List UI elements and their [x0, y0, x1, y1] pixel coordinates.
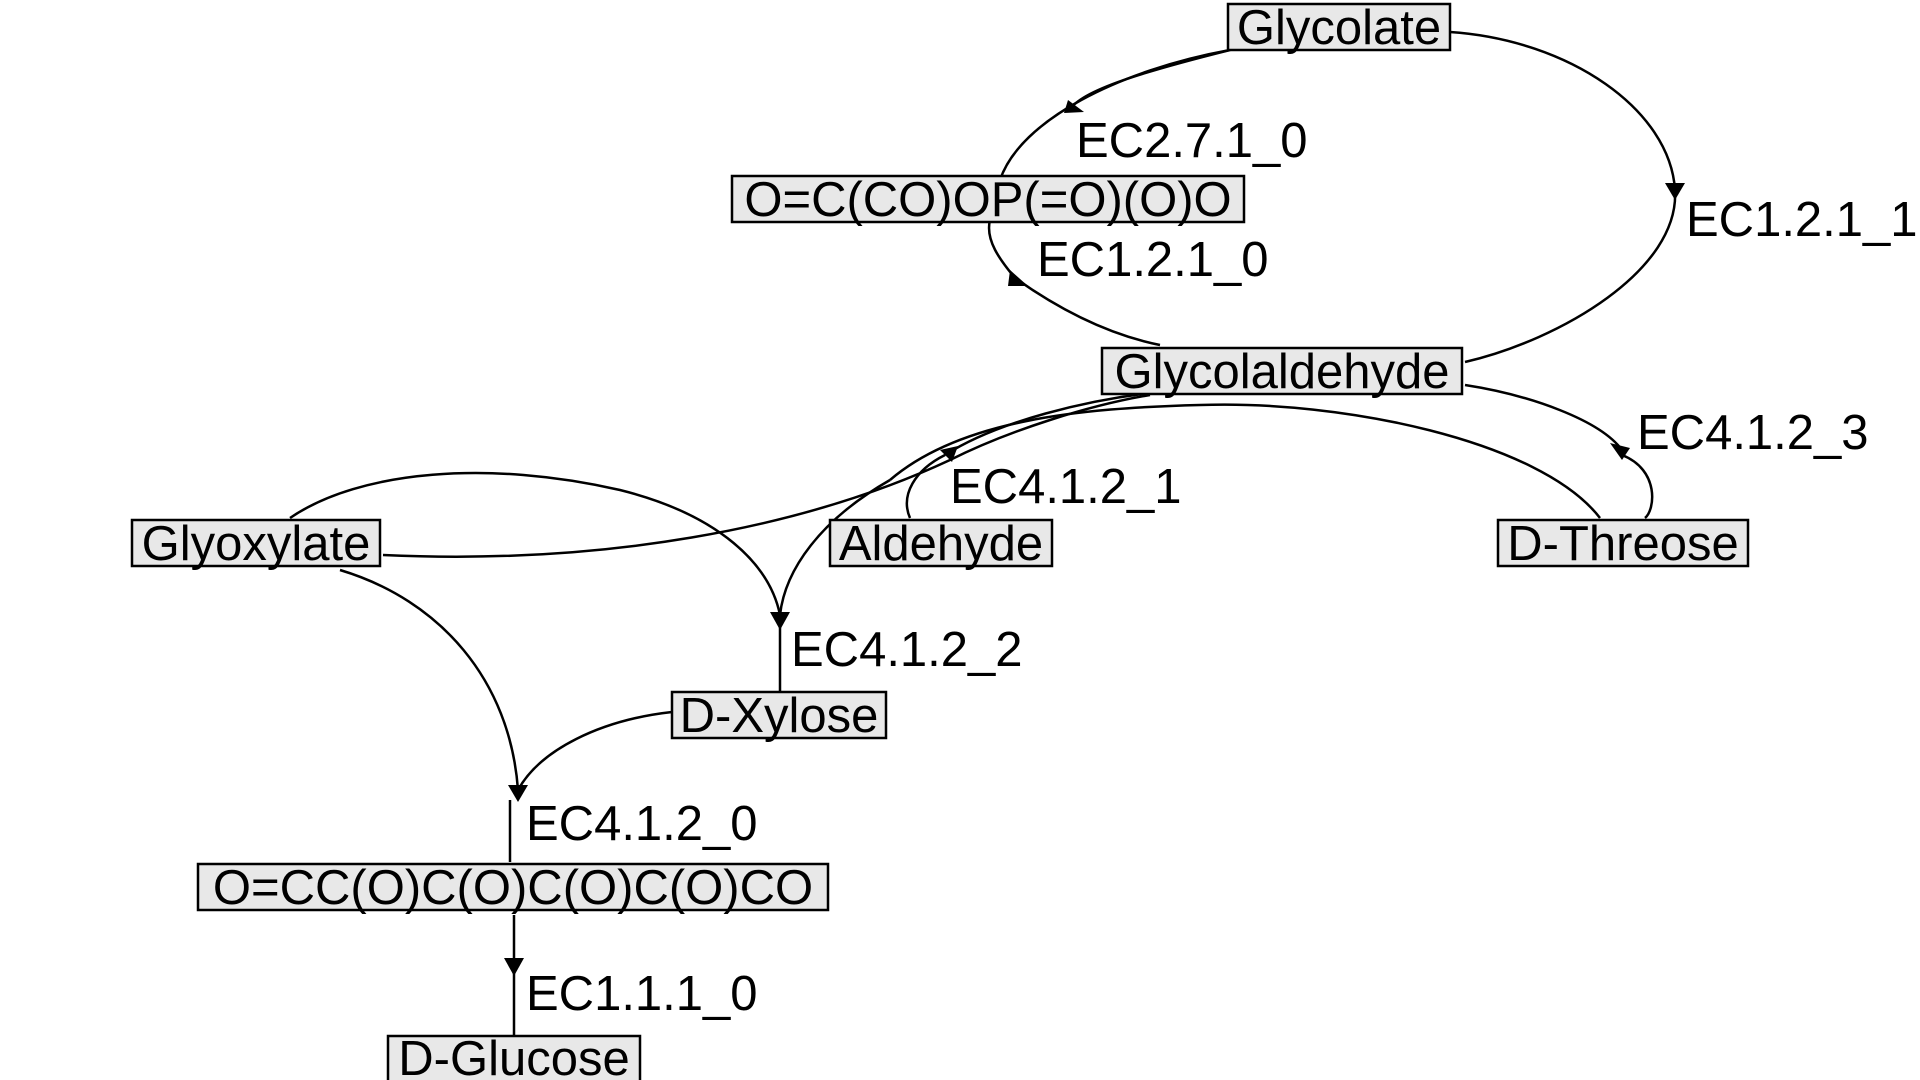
edge-glycolate-to-glycolaldehyde [1449, 30, 1677, 364]
arrow-ec4-1-2-2 [770, 612, 790, 630]
node-aldehyde: Aldehyde [828, 517, 1054, 571]
node-label-d-xylose: D-Xylose [680, 689, 879, 743]
node-label-glycolate-phosphate: O=C(CO)OP(=O)(O)O [744, 173, 1231, 227]
edge-aldehyde-loop [905, 453, 946, 519]
edge-xylose-to-hexose [516, 710, 673, 791]
node-hexose-intermediate: O=CC(O)C(O)C(O)C(O)CO [196, 861, 830, 915]
edge-phosphate-to-glycolaldehyde-tail [1014, 276, 1161, 347]
edge-glyoxylate-to-hexose [339, 568, 520, 791]
edge-phosphate-down [987, 219, 1016, 279]
node-glycolaldehyde: Glycolaldehyde [1100, 345, 1464, 399]
node-d-xylose: D-Xylose [670, 689, 888, 743]
edge-phosphate-to-glycolaldehyde [998, 48, 1231, 181]
edge-glycolate-to-phosphate [1068, 48, 1231, 111]
arrow-ec4-1-2-1 [940, 446, 958, 462]
edge-aldehyde-to-xylose [778, 478, 891, 616]
edge-label-ec1-2-1-0: EC1.2.1_0 [1037, 233, 1269, 287]
node-d-glucose: D-Glucose [386, 1032, 642, 1080]
node-label-hexose-intermediate: O=CC(O)C(O)C(O)C(O)CO [213, 861, 813, 915]
edge-threose-to-aldol [889, 403, 1601, 519]
edge-label-ec4-1-2-2: EC4.1.2_2 [791, 623, 1023, 677]
edge-label-ec1-1-1-0: EC1.1.1_0 [526, 967, 758, 1021]
node-label-d-threose: D-Threose [1507, 517, 1738, 571]
arrow-ec1-2-1-0 [1008, 270, 1028, 286]
edge-label-ec2-7-1-0: EC2.7.1_0 [1076, 114, 1308, 168]
node-label-glyoxylate: Glyoxylate [142, 517, 371, 571]
arrow-ec1-1-1-0 [504, 958, 524, 976]
arrow-ec1-2-1-1 [1665, 183, 1685, 200]
arrow-ec2-7-1-0 [1064, 100, 1084, 113]
arrow-ec4-1-2-3 [1610, 443, 1630, 460]
edge-label-ec4-1-2-0: EC4.1.2_0 [526, 797, 758, 851]
node-glycolate: Glycolate [1226, 1, 1452, 55]
edge-glycolaldehyde-to-aldol [944, 391, 1151, 457]
edge-label-ec4-1-2-1: EC4.1.2_1 [950, 460, 1182, 514]
edge-label-ec4-1-2-3: EC4.1.2_3 [1637, 406, 1869, 460]
node-glycolate-phosphate: O=C(CO)OP(=O)(O)O [730, 173, 1246, 227]
arrow-ec4-1-2-0 [508, 785, 528, 802]
edge-threose-loop [1621, 453, 1654, 519]
node-label-aldehyde: Aldehyde [839, 517, 1043, 571]
node-label-glycolaldehyde: Glycolaldehyde [1114, 345, 1449, 399]
node-label-glycolate: Glycolate [1237, 1, 1441, 55]
edge-label-ec1-2-1-1: EC1.2.1_1 [1686, 193, 1918, 247]
edge-labels: EC2.7.1_0 EC1.2.1_0 EC1.2.1_1 EC4.1.2_3 … [526, 114, 1918, 1021]
node-label-d-glucose: D-Glucose [398, 1032, 629, 1080]
edge-glycolaldehyde-to-threose [1464, 383, 1624, 451]
nodes: Glycolate O=C(CO)OP(=O)(O)O Glycolaldehy… [130, 1, 1750, 1080]
node-d-threose: D-Threose [1496, 517, 1750, 571]
edge-glyoxylate-to-xylose [289, 471, 782, 616]
arrowheads [504, 100, 1685, 976]
node-glyoxylate: Glyoxylate [130, 517, 382, 571]
